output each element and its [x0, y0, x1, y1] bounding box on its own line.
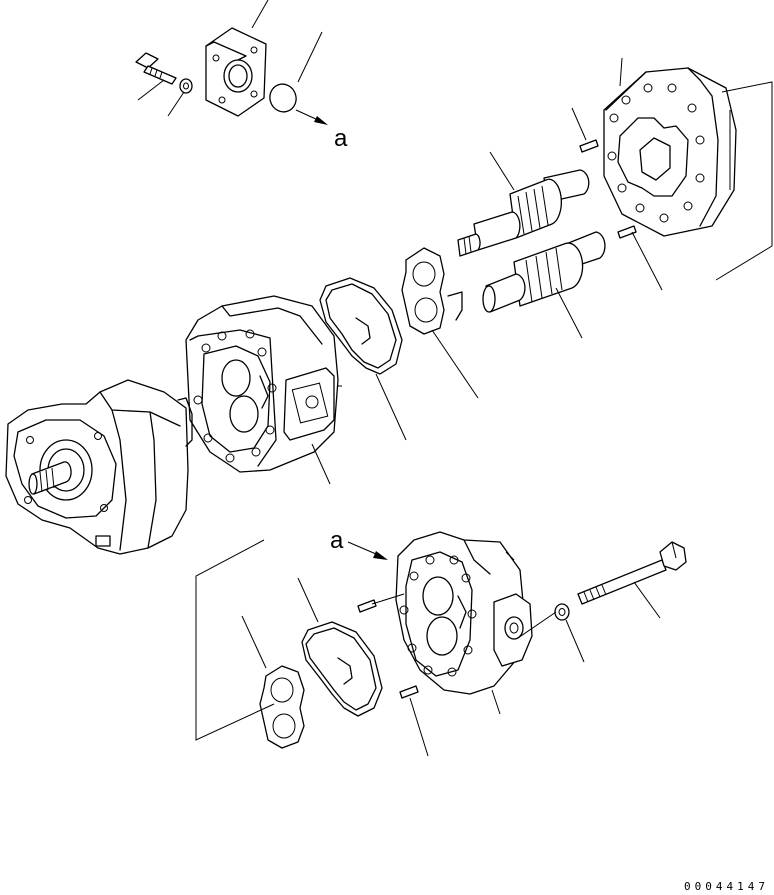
dowel-pin-bottom-lower: [399, 685, 419, 699]
arrow-to-a-bottom: [347, 541, 388, 560]
reference-label-a-top: a: [334, 125, 348, 152]
flange-washer: [179, 78, 193, 94]
flange-bolt: [135, 52, 177, 85]
dowel-pin-bottom-upper: [357, 599, 377, 613]
wear-plate-bottom: [259, 665, 305, 749]
cover-flange: [205, 27, 267, 117]
drive-gear-shaft: [457, 169, 590, 257]
wear-plate-top: [401, 247, 463, 335]
seal-gasket-bottom: [301, 621, 383, 717]
washer-bottom: [554, 603, 570, 621]
reference-label-a-bottom: a: [330, 527, 344, 554]
rear-pump-section: [395, 531, 533, 695]
top-right-leaders: [431, 57, 773, 399]
bottom-leaders: [195, 539, 661, 757]
middle-leaders: [311, 373, 407, 485]
dowel-pin-upper: [579, 139, 599, 153]
arrow-to-a-top: [295, 109, 328, 125]
top-leaders: [137, 0, 323, 117]
seal-gasket-middle: [319, 277, 403, 375]
gear-housing-rear: [603, 67, 737, 237]
dowel-pin-lower: [617, 225, 637, 239]
front-pump-body: [5, 379, 193, 555]
drawing-number: 00044147: [684, 880, 769, 893]
driven-gear-shaft: [482, 231, 606, 313]
o-ring-top: [269, 83, 297, 113]
center-gear-housing: [185, 295, 342, 473]
through-bolt: [577, 541, 687, 605]
